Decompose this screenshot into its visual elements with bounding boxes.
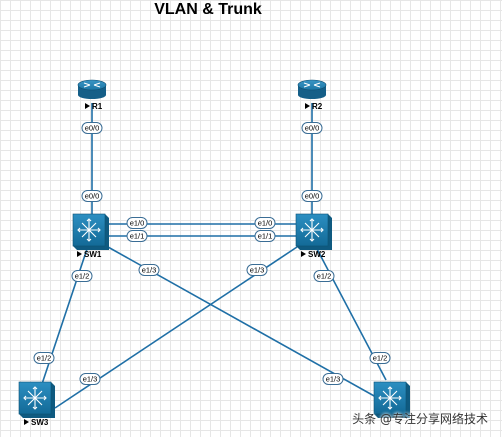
device-label-r1: R1 [92,102,103,111]
port-label: e0/0 [305,192,320,201]
multilayer-switch-icon [72,213,110,251]
port-label: e1/3 [250,266,265,275]
device-label-sw1: SW1 [84,250,102,259]
device-label-sw2: SW2 [308,250,326,259]
port-label: e1/2 [373,354,388,363]
router-icon [77,79,107,100]
router-r2[interactable] [297,79,327,100]
port-label: e1/1 [258,232,273,241]
switch-sw1[interactable] [72,213,110,251]
port-label: e1/0 [130,219,145,228]
port-label: e1/3 [326,375,341,384]
device-label-r2: R2 [312,102,323,111]
multilayer-switch-icon [295,213,333,251]
diagram-title: VLAN & Trunk [154,1,262,18]
multilayer-switch-icon [18,381,56,419]
device-label-sw3: SW3 [31,418,49,427]
port-label: e1/2 [317,272,332,281]
port-label: e0/0 [85,124,100,133]
port-label: e1/2 [75,272,90,281]
port-label: e1/3 [142,266,157,275]
router-icon [297,79,327,100]
port-label: e1/0 [258,219,273,228]
port-labels: e0/0 e0/0 e0/0 e0/0 e1/0 e1/1 e1/0 e1/1 … [33,122,391,385]
port-label: e1/1 [130,232,145,241]
switch-sw2[interactable] [295,213,333,251]
port-label: e1/2 [37,354,52,363]
switch-sw3[interactable] [18,381,56,419]
port-label: e1/3 [83,375,98,384]
watermark: 头条 @专注分享网络技术 [352,412,488,426]
router-r1[interactable] [77,79,107,100]
port-label: e0/0 [85,192,100,201]
port-label: e0/0 [305,124,320,133]
